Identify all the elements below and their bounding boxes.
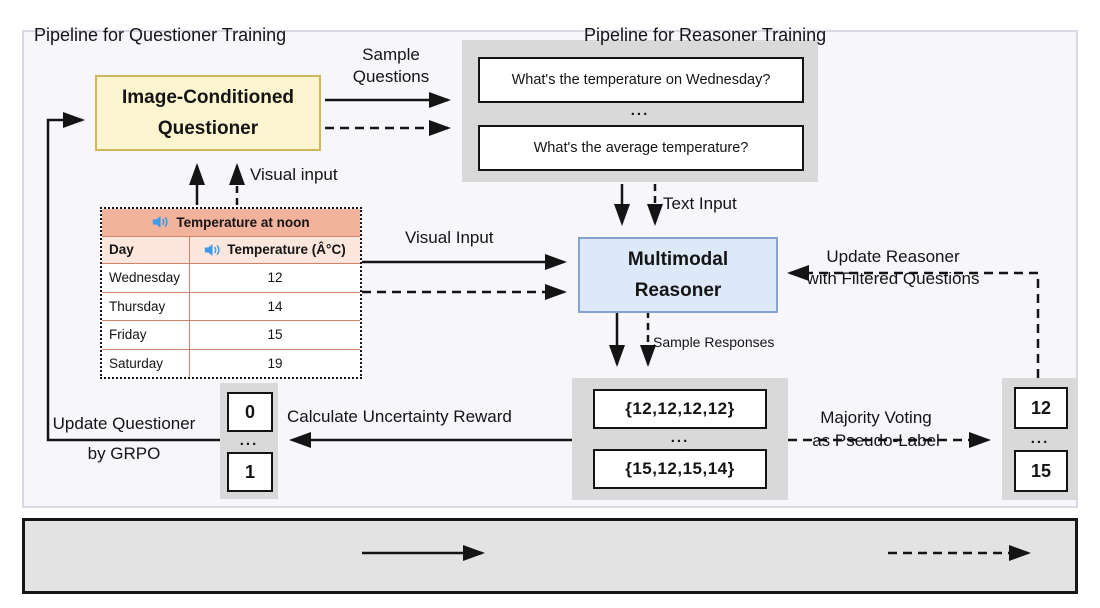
table-cell-day: Saturday <box>102 349 190 377</box>
reasoner-label-line2: Reasoner <box>634 280 722 301</box>
table-header-day: Day <box>102 236 190 264</box>
responses-ellipsis: ... <box>670 429 690 446</box>
pseudo-label-container: 12 ... 15 <box>1002 378 1078 500</box>
speaker-icon <box>153 216 168 229</box>
table-row: Wednesday 12 <box>102 263 360 292</box>
table-row: Thursday 14 <box>102 291 360 321</box>
pseudo-label-box-1: 12 <box>1014 387 1068 429</box>
questioner-label-line1: Image-Conditioned <box>121 87 295 108</box>
table-cell-value: 14 <box>267 298 283 314</box>
reward-box-0: 0 <box>227 392 273 432</box>
sample-responses-label: Sample Responses <box>653 334 775 350</box>
table-cell-day: Friday <box>102 321 190 349</box>
table-cell-value: 15 <box>267 327 283 343</box>
table-title-row: Temperature at noon <box>102 209 360 236</box>
table-cell-day: Wednesday <box>102 264 190 292</box>
table-title: Temperature at noon <box>176 214 310 230</box>
pseudo-label-ellipsis: ... <box>1030 430 1050 447</box>
legend-reasoner-training: Pipeline for Reasoner Training <box>584 24 827 45</box>
question-1-text: What's the temperature on Wednesday? <box>511 72 771 88</box>
table-cell-day: Thursday <box>102 292 190 321</box>
table-cell-value: 12 <box>267 270 283 286</box>
visual-input-top-label: Visual input <box>250 165 338 184</box>
speaker-icon <box>205 243 220 256</box>
question-box-1: What's the temperature on Wednesday? <box>478 57 804 103</box>
reward-container: 0 ... 1 <box>220 383 278 499</box>
visual-input-mid-label: Visual Input <box>405 228 494 247</box>
update-reasoner-label: Update Reasoner with Filtered Questions <box>806 247 980 288</box>
majority-voting-label: Majority Voting as Pseudo-Label <box>812 408 940 450</box>
reward-box-1: 1 <box>227 452 273 492</box>
response-box-2: {15,12,15,14} <box>593 449 767 489</box>
response-box-1: {12,12,12,12} <box>593 389 767 429</box>
image-conditioned-questioner-box: Image-Conditioned Questioner <box>95 75 321 151</box>
question-box-2: What's the average temperature? <box>478 125 804 171</box>
response-1-text: {12,12,12,12} <box>625 399 735 418</box>
response-2-text: {15,12,15,14} <box>625 459 735 478</box>
reward-value-0: 0 <box>244 401 255 422</box>
table-header-temperature: Temperature (Â°C) <box>190 237 360 264</box>
table-header-row: Day Temperature (Â°C) <box>102 235 360 264</box>
multimodal-reasoner-box: Multimodal Reasoner <box>578 237 778 313</box>
calculate-uncertainty-reward-label: Calculate Uncertainty Reward <box>287 407 512 426</box>
reward-value-1: 1 <box>244 461 255 482</box>
table-cell-value: 19 <box>267 355 283 371</box>
pseudo-label-box-2: 15 <box>1014 450 1068 492</box>
sample-questions-label: Sample Questions <box>352 45 430 86</box>
responses-container: {12,12,12,12} ... {15,12,15,14} <box>572 378 788 500</box>
table-header-temperature-label: Temperature (Â°C) <box>227 242 346 258</box>
pseudo-label-2: 15 <box>1030 460 1052 481</box>
temperature-table: Temperature at noon Day Temperature (Â°C… <box>100 207 362 379</box>
reward-ellipsis: ... <box>239 432 259 449</box>
reasoner-label-line1: Multimodal <box>627 249 729 270</box>
table-row: Friday 15 <box>102 320 360 349</box>
questions-container: What's the temperature on Wednesday? ...… <box>462 40 818 182</box>
pseudo-label-1: 12 <box>1030 397 1052 418</box>
questions-ellipsis: ... <box>630 102 650 119</box>
legend-questioner-training: Pipeline for Questioner Training <box>34 24 287 45</box>
questioner-label-line2: Questioner <box>157 118 259 139</box>
legend-bar <box>22 518 1078 594</box>
table-row: Saturday 19 <box>102 348 360 377</box>
text-input-label: Text Input <box>663 194 737 213</box>
update-questioner-label: Update Questioner by GRPO <box>52 414 196 463</box>
question-2-text: What's the average temperature? <box>533 140 749 156</box>
